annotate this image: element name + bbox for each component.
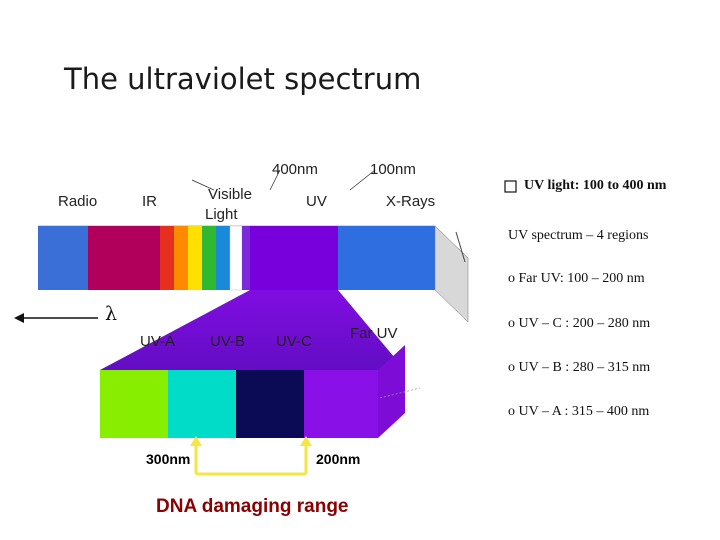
uvb-segment xyxy=(168,370,236,438)
label-light: Light xyxy=(205,206,238,223)
uv-segment xyxy=(250,226,338,290)
label-uv: UV xyxy=(306,193,327,210)
lambda-symbol: λ xyxy=(105,303,118,325)
label-far-uv: Far UV xyxy=(350,325,398,342)
uva-segment xyxy=(100,370,168,438)
note-uva: o UV – A : 315 – 400 nm xyxy=(508,404,650,419)
notes-intro: UV spectrum – 4 regions xyxy=(508,228,649,243)
radio-segment xyxy=(38,226,88,290)
wavelength-arrow xyxy=(14,313,98,323)
label-300nm: 300nm xyxy=(146,451,191,467)
spectrum-bar-side-face xyxy=(434,225,469,323)
bracket-right-arrowhead xyxy=(300,436,312,446)
notes-heading: UV light: 100 to 400 nm xyxy=(524,178,667,193)
bracket-left-arrowhead xyxy=(190,436,202,446)
visible-light-segment xyxy=(160,225,250,291)
label-uvb: UV-B xyxy=(210,333,246,350)
label-400nm: 400nm xyxy=(272,161,318,178)
dna-damaging-range-label: DNA damaging range xyxy=(156,496,349,517)
xrays-segment xyxy=(338,226,435,290)
label-ir: IR xyxy=(142,193,157,210)
uv-expansion-funnel xyxy=(100,290,405,370)
dna-range-bracket xyxy=(194,438,308,476)
note-uvb: o UV – B : 280 – 315 nm xyxy=(508,360,651,375)
note-far-uv: o Far UV: 100 – 200 nm xyxy=(508,271,645,286)
label-radio: Radio xyxy=(58,193,98,210)
far-uv-segment xyxy=(304,370,378,438)
label-uvc: UV-C xyxy=(276,333,312,350)
note-uvc: o UV – C : 200 – 280 nm xyxy=(508,316,651,331)
label-visible: Visible xyxy=(208,186,252,203)
ir-segment xyxy=(88,226,160,290)
label-200nm: 200nm xyxy=(316,451,361,467)
label-uva: UV-A xyxy=(140,333,176,350)
slide-title: The ultraviolet spectrum xyxy=(64,62,422,96)
uvc-segment xyxy=(236,370,304,438)
label-100nm: 100nm xyxy=(370,161,416,178)
uv-bar-side-face xyxy=(378,345,405,438)
label-xrays: X-Rays xyxy=(386,193,436,210)
checkbox-bullet-icon xyxy=(504,180,517,193)
